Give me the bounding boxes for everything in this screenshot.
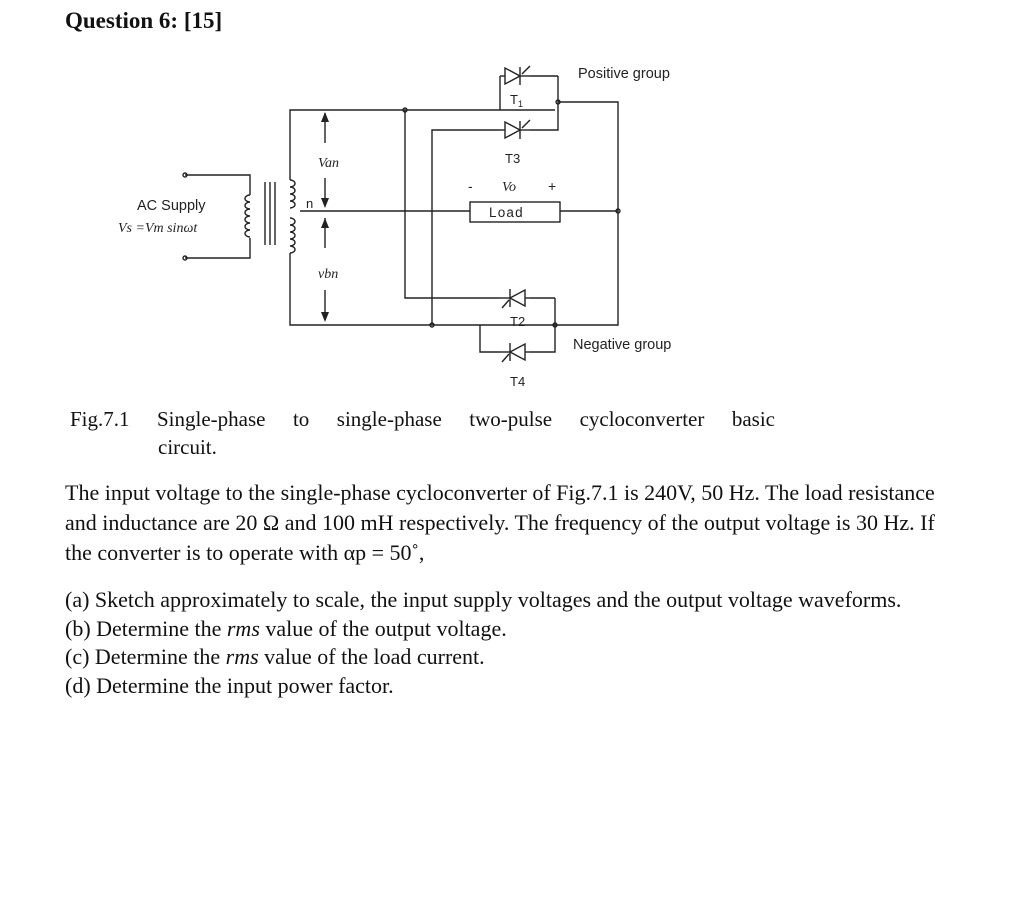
secondary-winding-lower-icon: [289, 217, 296, 254]
question-heading: Question 6: [15]: [65, 8, 223, 33]
label-positive-group: Positive group: [578, 66, 670, 82]
label-plus: +: [548, 178, 556, 194]
thyristor-t1-icon: [504, 65, 531, 86]
ac-supply-leads: [182, 172, 251, 261]
label-van: Van: [318, 156, 339, 171]
primary-winding-icon: [244, 194, 251, 238]
question-item-b: (b) Determine the rms value of the outpu…: [65, 615, 507, 641]
question-item-d: (d) Determine the input power factor.: [65, 672, 394, 698]
label-load: Load: [489, 205, 524, 220]
thyristor-t4-icon: [500, 342, 530, 363]
caption-word: Fig.7.1: [70, 407, 130, 431]
caption-word: to: [292, 407, 310, 431]
label-vo: Vo: [502, 180, 516, 195]
caption-continuation: circuit.: [158, 435, 217, 459]
caption-word: two-pulse: [469, 407, 553, 431]
label-vbn: vbn: [318, 267, 338, 282]
label-ac-supply: AC Supply: [137, 198, 206, 214]
cycloconverter-circuit-diagram: Positive group Negative group T1 T3 T2 T…: [118, 65, 671, 389]
question-item-c: (c) Determine the rms value of the load …: [65, 644, 485, 669]
caption-word: Single-phase: [157, 407, 266, 431]
label-t4: T4: [510, 374, 525, 389]
thyristor-t2-icon: [500, 288, 530, 309]
label-t3: T3: [505, 151, 520, 166]
label-minus: -: [468, 178, 473, 194]
transformer-core-icon: [264, 182, 276, 245]
figure-caption: Fig.7.1 Single-phase to single-phase two…: [70, 405, 775, 461]
secondary-winding-upper-icon: [289, 179, 296, 209]
label-n: n: [306, 196, 313, 211]
caption-word: basic: [731, 407, 775, 431]
label-negative-group: Negative group: [573, 337, 671, 353]
load-box: [469, 201, 561, 223]
question-list: (a) Sketch approximately to scale, the i…: [65, 586, 965, 700]
question-item-a: (a) Sketch approximately to scale, the i…: [65, 587, 902, 612]
label-vs-equation: Vs =Vm sinωt: [118, 221, 198, 236]
caption-word: cycloconverter: [579, 407, 705, 431]
caption-line: Fig.7.1 Single-phase to single-phase two…: [70, 405, 775, 433]
problem-statement: The input voltage to the single-phase cy…: [65, 480, 935, 565]
thyristor-t3-icon: [500, 119, 531, 140]
label-t1: T1: [510, 92, 523, 109]
caption-word: single-phase: [336, 407, 442, 431]
label-t2: T2: [510, 314, 525, 329]
